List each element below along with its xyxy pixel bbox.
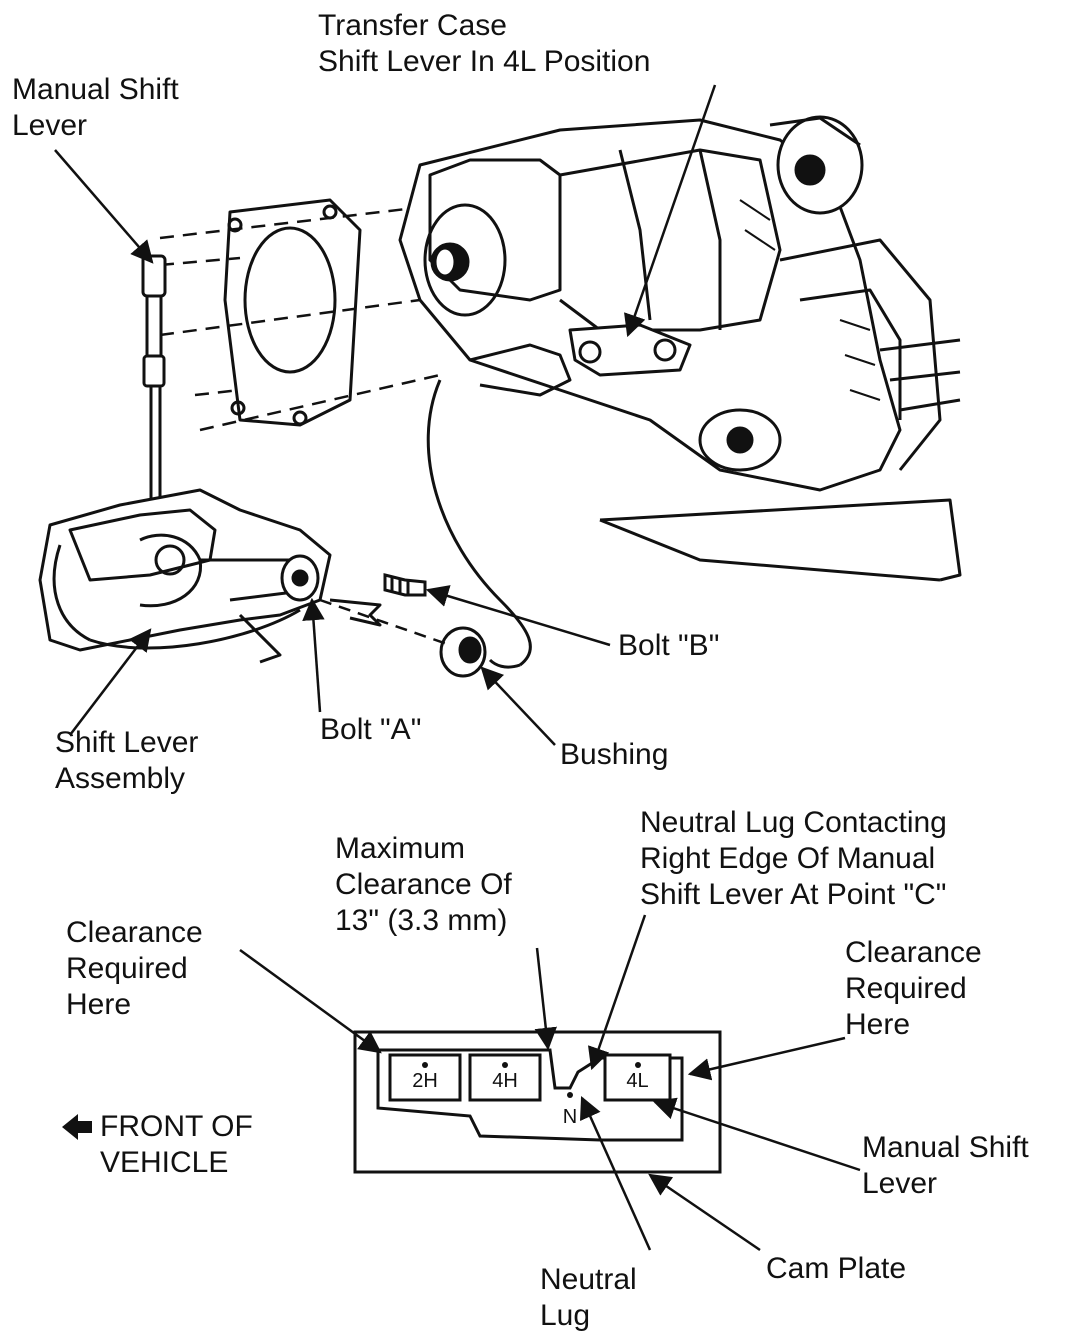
leader-lines-lower [239,914,861,1252]
position-label-2h: 2H [412,1070,438,1092]
label-bolt-b: Bolt "B" [618,629,720,662]
label-front-of-vehicle: FRONT OF VEHICLE [100,1110,253,1179]
label-clearance-required-right: Clearance Required Here [845,936,982,1041]
label-transfer-case: Transfer Case Shift Lever In 4L Position [318,9,651,78]
bushing-illustration [439,626,487,678]
bushing-alignment-line [319,598,451,647]
position-label-4l: 4L [626,1070,649,1092]
position-label-n: N [562,1106,578,1128]
cam-plate-detail [353,1030,722,1174]
label-neutral-lug: Neutral Lug [540,1263,637,1332]
left-arrow-icon [62,1114,92,1140]
label-clearance-required-left: Clearance Required Here [66,916,203,1021]
label-manual-shift-lever-bottom: Manual Shift Lever [862,1131,1029,1200]
label-manual-shift-lever-top: Manual Shift Lever [12,73,179,142]
bolt-b-illustration [383,573,427,597]
label-cam-plate: Cam Plate [766,1252,907,1285]
transfer-case-illustration [159,115,962,669]
label-bushing: Bushing [560,738,669,771]
position-label-4h: 4H [492,1070,518,1092]
label-bolt-a: Bolt "A" [320,713,422,746]
label-maximum-clearance: Maximum Clearance Of 13" (3.3 mm) [335,832,512,937]
label-shift-lever-assembly: Shift Lever Assembly [55,726,199,795]
shift-lever-assembly-illustration [38,254,382,664]
leader-lines-upper [54,84,717,746]
label-neutral-lug-contacting: Neutral Lug Contacting Right Edge Of Man… [640,806,947,911]
